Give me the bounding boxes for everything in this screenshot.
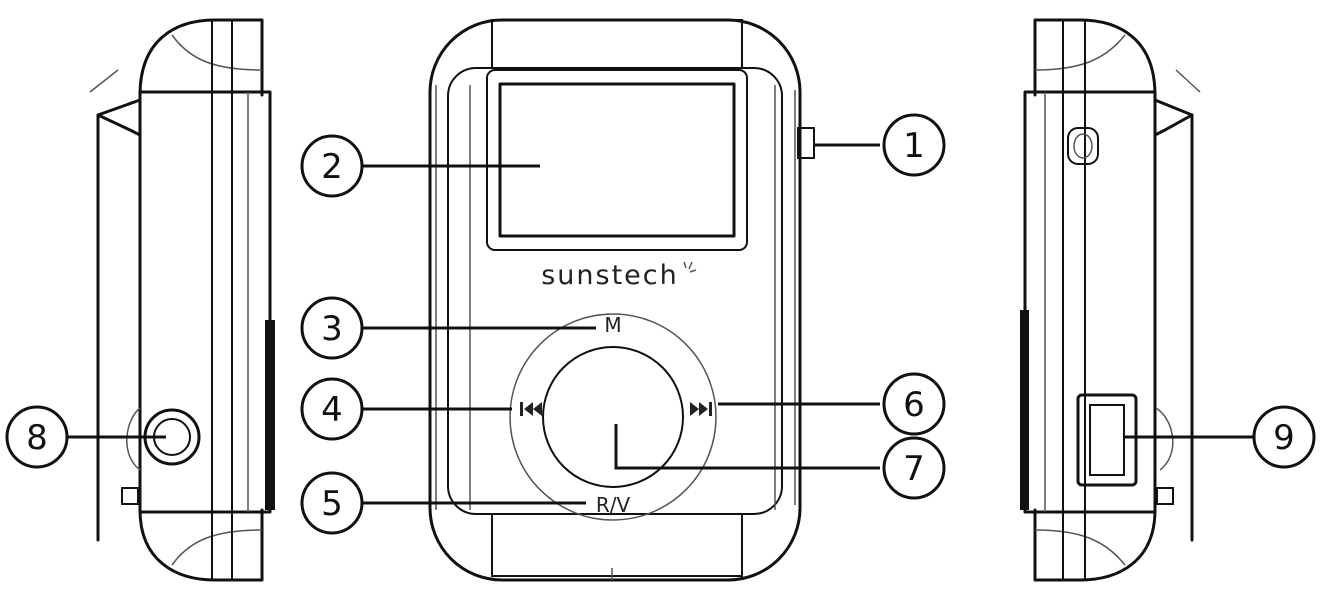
callout-number: 4: [321, 390, 343, 430]
next-track-icon: [690, 402, 712, 416]
usb-port: [1076, 393, 1174, 487]
control-wheel: [509, 313, 717, 521]
callout-2: 2: [300, 134, 540, 198]
callout-5: 5: [300, 471, 586, 535]
center-button: [542, 346, 684, 488]
callout-9: 9: [1124, 405, 1316, 469]
callout-number: 5: [321, 484, 343, 524]
callout-number: 7: [903, 449, 925, 489]
brand-sparkle-icon: [683, 261, 697, 273]
callout-3: 3: [300, 296, 596, 360]
callout-number: 2: [321, 147, 343, 187]
callout-number: 8: [26, 418, 48, 458]
previous-track-icon: [520, 402, 542, 416]
callout-7: 7: [614, 424, 946, 500]
callout-number: 3: [321, 309, 343, 349]
callout-6: 6: [718, 372, 946, 436]
callout-number: 1: [903, 126, 925, 166]
callout-4: 4: [300, 377, 512, 441]
brand-logo: sunstech: [541, 260, 679, 291]
lcd-screen: [498, 82, 736, 238]
callout-number: 9: [1273, 418, 1295, 458]
callout-number: 6: [903, 385, 925, 425]
menu-button-label: M: [604, 313, 621, 337]
rec-vol-button-label: R/V: [596, 493, 631, 517]
callout-8: 8: [5, 405, 166, 469]
right-side-view: [1020, 18, 1201, 582]
front-view: sunstech M R/V: [428, 18, 815, 582]
callout-1: 1: [814, 113, 946, 177]
hold-switch: [797, 127, 815, 159]
left-side-view: [89, 18, 275, 582]
